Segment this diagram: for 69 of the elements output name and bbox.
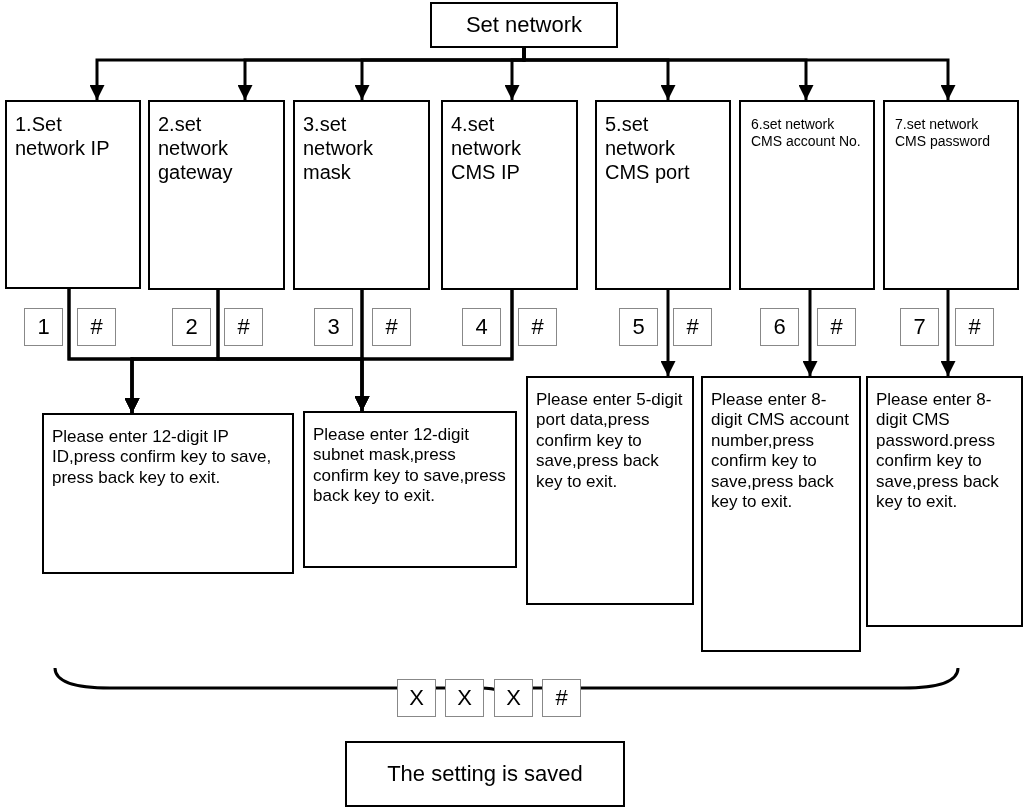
- box-text: Please enter 5-digit port data,press confirm key to save,press back key to exit.: [536, 390, 684, 492]
- process-box: [430, 2, 618, 48]
- menu-option-box: [739, 100, 875, 290]
- box-text: Set network: [465, 11, 583, 39]
- prompt-box: [42, 413, 294, 574]
- key-label: #: [968, 313, 981, 341]
- key-box: [619, 308, 658, 346]
- key-box: [77, 308, 116, 346]
- key-box: [24, 308, 63, 346]
- box-text: Please enter 12-digit subnet mask,press confirm key to save,press back key to exit.: [313, 425, 507, 507]
- key-box: [900, 308, 939, 346]
- menu-option-box: [5, 100, 141, 289]
- key-label: #: [830, 313, 843, 341]
- key-box: [817, 308, 856, 346]
- box-text: Please enter 8-digit CMS password.press confirm key to save,press back key to exit.: [876, 390, 1000, 513]
- key-label: 6: [773, 313, 786, 341]
- menu-option-box: [441, 100, 578, 290]
- key-label: #: [531, 313, 544, 341]
- key-box: [372, 308, 411, 346]
- key-box: [224, 308, 263, 346]
- key-label: 1: [37, 313, 50, 341]
- key-box: [172, 308, 211, 346]
- box-text: The setting is saved: [387, 760, 583, 788]
- key-label: #: [555, 684, 568, 712]
- arrow: [940, 290, 956, 376]
- box-text: 2.set network gateway: [158, 112, 234, 184]
- key-box: [397, 679, 436, 717]
- key-label: #: [686, 313, 699, 341]
- key-box: [760, 308, 799, 346]
- arrow: [522, 48, 956, 100]
- prompt-box: [701, 376, 861, 652]
- prompt-box: [526, 376, 694, 605]
- key-label: 4: [475, 313, 488, 341]
- box-text: 4.set network CMS IP: [451, 112, 523, 184]
- prompt-box: [866, 376, 1023, 627]
- key-box: [518, 308, 557, 346]
- key-box: [673, 308, 712, 346]
- key-box: [955, 308, 994, 346]
- key-label: #: [385, 313, 398, 341]
- arrow: [802, 290, 818, 376]
- prompt-box: [303, 411, 517, 568]
- key-label: 2: [185, 313, 198, 341]
- key-box: [445, 679, 484, 717]
- key-label: 3: [327, 313, 340, 341]
- key-box: [542, 679, 581, 717]
- box-text: 1.Set network IP: [15, 112, 111, 160]
- key-label: #: [237, 313, 250, 341]
- menu-option-box: [148, 100, 285, 290]
- key-label: 5: [632, 313, 645, 341]
- menu-option-box: [293, 100, 430, 290]
- key-box: [462, 308, 501, 346]
- process-box: [345, 741, 625, 807]
- key-label: X: [409, 684, 424, 712]
- box-text: Please enter 8-digit CMS account number,press confirm key to save,press back key to exit.: [711, 390, 850, 513]
- box-text: Please enter 12-digit IP ID,press confirm key to save, press back key to exit.: [52, 427, 273, 489]
- menu-option-box: [595, 100, 731, 290]
- key-label: X: [506, 684, 521, 712]
- key-label: #: [90, 313, 103, 341]
- box-text: 3.set network mask: [303, 112, 375, 184]
- key-label: X: [457, 684, 472, 712]
- key-box: [314, 308, 353, 346]
- box-text: 7.set network CMS password: [895, 116, 991, 150]
- box-text: 6.set network CMS account No.: [751, 116, 862, 150]
- menu-option-box: [883, 100, 1019, 290]
- key-box: [494, 679, 533, 717]
- arrow: [354, 290, 514, 411]
- key-label: 7: [913, 313, 926, 341]
- arrow: [660, 290, 676, 376]
- box-text: 5.set network CMS port: [605, 112, 691, 184]
